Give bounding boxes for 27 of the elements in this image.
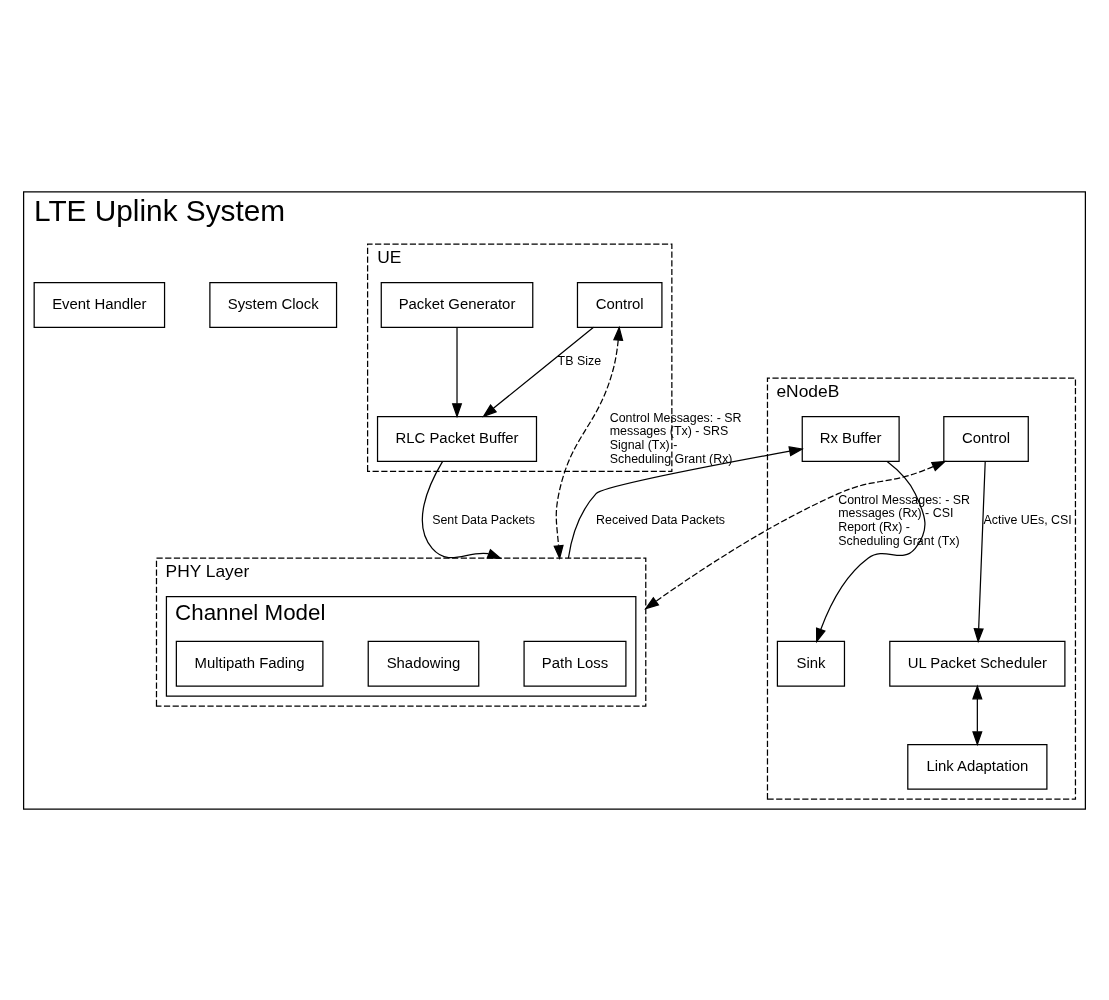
node-box: Event Handler (33, 281, 166, 328)
node-box: Path Loss (523, 640, 627, 687)
edge-label: TB Size (557, 353, 602, 368)
node-box: Sink (776, 640, 846, 687)
arrow (553, 325, 624, 560)
arrow (972, 684, 983, 746)
arrow (567, 445, 804, 559)
edge-label: Received Data Packets (596, 512, 726, 527)
edge-label: Sent Data Packets (432, 512, 535, 527)
edge-label: Active UEs, CSI (983, 512, 1072, 527)
node-box: Control (576, 281, 663, 328)
arrow (421, 460, 503, 559)
node-box: RLC Packet Buffer (376, 415, 538, 462)
node-box: Link Adaptation (907, 743, 1048, 790)
node-box: Control (943, 415, 1029, 462)
node-box: UL Packet Scheduler (889, 640, 1066, 687)
arrow (973, 460, 986, 643)
edge-label: Control Messages: - SR messages (Tx) - SRS Signal (Tx) - Scheduling Grant (Rx) (609, 410, 742, 466)
node-box: Packet Generator (380, 281, 534, 328)
node-box: Multipath Fading (175, 640, 324, 687)
arrow (482, 326, 595, 417)
node-box: Rx Buffer (801, 415, 900, 462)
arrow (644, 460, 947, 610)
arrow (451, 326, 463, 418)
arrow (815, 460, 926, 643)
node-box: System Clock (209, 281, 338, 328)
node-box: Shadowing (367, 640, 480, 687)
